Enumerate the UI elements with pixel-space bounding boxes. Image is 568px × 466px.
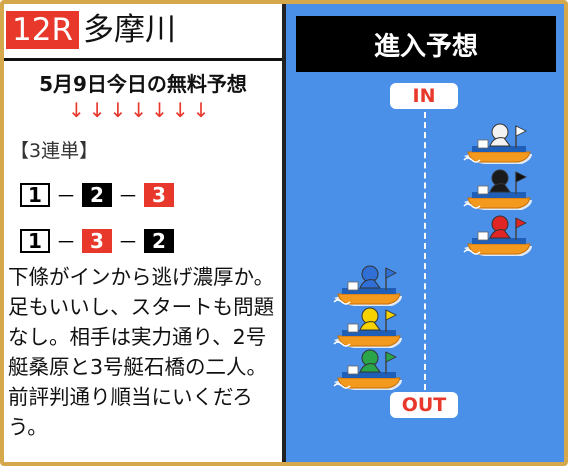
in-label: IN (390, 83, 458, 109)
lane-box: 2 (144, 228, 174, 253)
separator: － (118, 184, 138, 208)
prediction-column: 12R 多摩川 5月9日今日の無料予想 ↓ ↓ ↓ ↓ ↓ ↓ ↓ 【3連単】 … (4, 4, 282, 462)
boat-lane-4-icon (333, 265, 402, 306)
down-arrow-icon: ↓ (68, 98, 85, 122)
separator: － (56, 230, 76, 254)
lane-box: 3 (82, 228, 112, 253)
course-centerline (424, 112, 426, 390)
down-arrow-icon: ↓ (109, 98, 127, 122)
entry-prediction-panel: 進入予想 IN OUT (282, 4, 564, 462)
lane-box: 1 (20, 228, 50, 253)
race-number-badge: 12R (6, 11, 79, 49)
venue-name: 多摩川 (83, 12, 176, 48)
race-comment: 下條がインから逃げ濃厚か。足もいいし、スタートも問題なし。相手は実力通り、2号艇… (8, 265, 275, 439)
down-arrow-icon: ↓ (151, 98, 168, 122)
out-label: OUT (390, 392, 458, 418)
down-arrow-icon: ↓ (192, 98, 210, 122)
prediction-subtitle: 5月9日今日の無料予想 (39, 72, 247, 96)
separator: － (118, 230, 138, 254)
down-arrow-icon: ↓ (130, 98, 148, 122)
lane-box: 2 (82, 182, 112, 207)
lane-box: 3 (144, 182, 174, 207)
combo-row-1: 1 － 2 － 3 (20, 180, 174, 209)
boat-lane-5-icon (333, 307, 402, 348)
header-divider (4, 58, 282, 61)
down-arrows: ↓ ↓ ↓ ↓ ↓ ↓ ↓ (68, 98, 209, 122)
down-arrow-icon: ↓ (171, 98, 189, 122)
bet-type-label: 【3連単】 (10, 140, 99, 162)
panel-title: 進入予想 (296, 16, 556, 72)
down-arrow-icon: ↓ (88, 98, 106, 122)
boat-lane-2-icon (463, 169, 532, 210)
combo-row-2: 1 － 3 － 2 (20, 226, 174, 255)
lane-box: 1 (20, 182, 50, 207)
separator: － (56, 184, 76, 208)
boat-lane-1-icon (463, 123, 532, 164)
boat-lane-3-icon (463, 215, 532, 256)
boat-lane-6-icon (333, 349, 402, 390)
race-header: 12R 多摩川 (6, 10, 176, 50)
